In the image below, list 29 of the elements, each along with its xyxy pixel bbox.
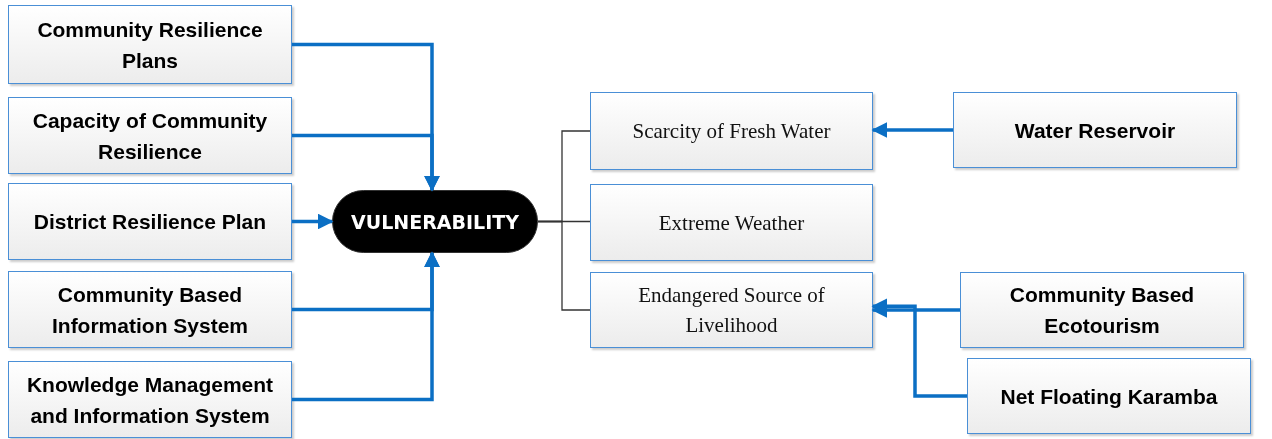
arrow bbox=[292, 133, 440, 192]
process-box bbox=[8, 5, 292, 84]
node-label: Capacity of Community Resilience bbox=[31, 107, 269, 165]
node-label: Scarcity of Fresh Water bbox=[631, 118, 832, 145]
node-label: District Resilience Plan bbox=[32, 209, 268, 235]
node-label: Community Resilience Plans bbox=[36, 16, 264, 74]
process-box bbox=[8, 361, 292, 438]
process-box bbox=[8, 183, 292, 260]
process-box bbox=[960, 272, 1244, 348]
node-label: Net Floating Karamba bbox=[999, 383, 1219, 410]
process-box bbox=[8, 271, 292, 348]
node-title: VULNERABILITY bbox=[350, 210, 520, 233]
node-label: Community Based Information System bbox=[50, 281, 249, 339]
factor-box bbox=[590, 272, 873, 348]
factor-box bbox=[590, 184, 873, 261]
node-label: Community Based Ecotourism bbox=[1008, 282, 1196, 339]
process-box bbox=[967, 358, 1251, 434]
arrow bbox=[871, 122, 953, 138]
node-label: Endangered Source of Livelihood bbox=[637, 282, 826, 339]
arrow bbox=[871, 298, 967, 398]
connector-line bbox=[537, 220, 591, 311]
factor-box bbox=[590, 92, 873, 170]
process-box bbox=[953, 92, 1237, 168]
arrow bbox=[292, 251, 440, 402]
node-label: Knowledge Management and Information System bbox=[25, 371, 275, 429]
node-label: Extreme Weather bbox=[657, 209, 806, 237]
node-label: Water Reservoir bbox=[1013, 117, 1177, 144]
arrow bbox=[292, 213, 334, 230]
process-box bbox=[8, 97, 292, 174]
